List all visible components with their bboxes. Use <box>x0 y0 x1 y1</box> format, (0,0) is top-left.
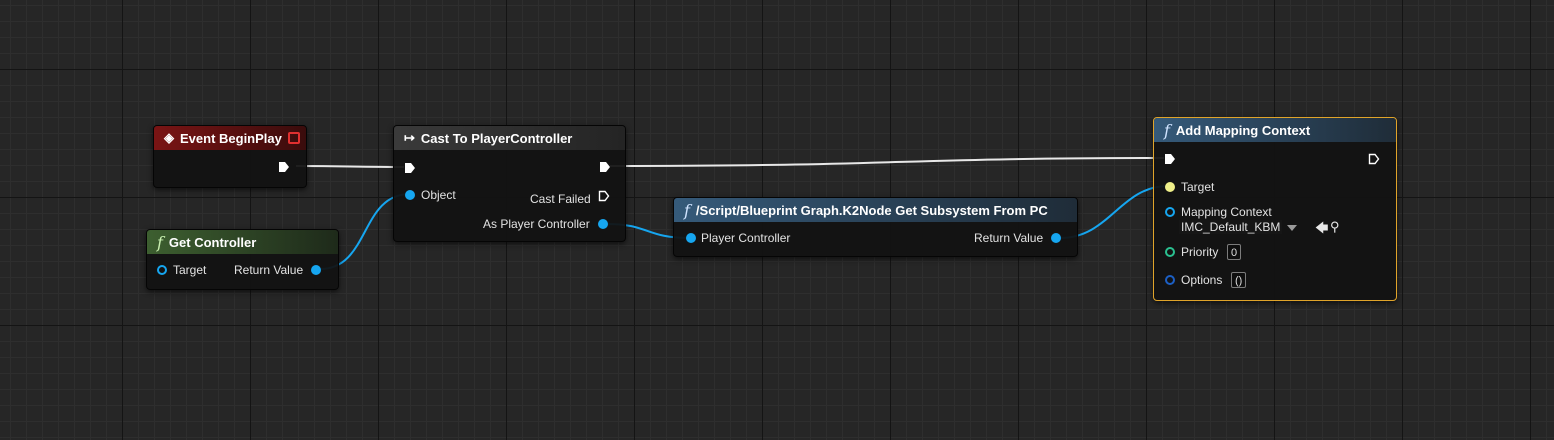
target-pin-label: Target <box>1181 180 1215 194</box>
cast-title: Cast To PlayerController <box>420 130 573 146</box>
add-mapping-context-title: Add Mapping Context <box>1175 122 1311 138</box>
exec-out-pin-icon[interactable] <box>278 161 290 173</box>
return-value-pin[interactable] <box>1051 233 1061 243</box>
add-mapping-context-header[interactable]: f Add Mapping Context <box>1154 118 1396 142</box>
mapping-context-label: Mapping Context <box>1181 205 1272 219</box>
event-beginplay-header[interactable]: ◈ Event BeginPlay <box>154 126 306 150</box>
return-value-pin[interactable] <box>311 265 321 275</box>
cast-header[interactable]: ↦ Cast To PlayerController <box>394 126 625 150</box>
delegate-pin-icon[interactable] <box>287 132 300 144</box>
as-player-controller-pin[interactable] <box>598 219 608 229</box>
target-pin-label: Target <box>173 263 207 277</box>
browse-search-icon[interactable]: ⚲ <box>1330 219 1340 234</box>
priority-label: Priority <box>1181 245 1219 259</box>
add-mapping-context-node[interactable]: f Add Mapping Context Target Mapping Con… <box>1153 117 1397 301</box>
exec-wire-cast-to-addmapping <box>609 157 1165 167</box>
exec-wire-beginplay-to-cast <box>295 165 405 168</box>
function-icon: f <box>1164 120 1170 140</box>
as-player-controller-label: As Player Controller <box>483 217 590 231</box>
player-controller-label: Player Controller <box>701 231 791 245</box>
cast-to-playercontroller-node[interactable]: ↦ Cast To PlayerController Object Cast F… <box>393 125 626 242</box>
get-controller-title: Get Controller <box>168 234 257 250</box>
target-pin[interactable] <box>1165 182 1175 192</box>
exec-in-pin-icon[interactable] <box>404 162 416 174</box>
exec-out-pin-icon[interactable] <box>599 161 611 173</box>
exec-in-pin-icon[interactable] <box>1164 153 1176 165</box>
event-diamond-icon: ◈ <box>164 130 174 145</box>
options-pin[interactable] <box>1165 275 1175 285</box>
event-beginplay-node[interactable]: ◈ Event BeginPlay <box>153 125 307 188</box>
get-subsystem-header[interactable]: f /Script/Blueprint Graph.K2Node Get Sub… <box>674 198 1077 222</box>
get-controller-node[interactable]: f Get Controller Target Return Value <box>146 229 339 290</box>
options-label: Options <box>1181 273 1223 287</box>
function-icon: f <box>157 232 163 252</box>
cast-failed-label: Cast Failed <box>530 192 591 206</box>
use-selected-arrow-icon[interactable]: 🡄 <box>1315 220 1329 235</box>
player-controller-pin[interactable] <box>686 233 696 243</box>
chevron-down-icon[interactable] <box>1287 225 1297 231</box>
get-subsystem-node[interactable]: f /Script/Blueprint Graph.K2Node Get Sub… <box>673 197 1078 257</box>
object-pin-label: Object <box>421 188 456 202</box>
cast-failed-exec-pin-icon[interactable] <box>598 190 610 202</box>
cast-arrow-icon: ↦ <box>404 130 415 145</box>
options-input[interactable]: () <box>1231 272 1247 288</box>
mapping-context-dropdown[interactable]: IMC_Default_KBM <box>1179 220 1283 234</box>
exec-out-pin-icon[interactable] <box>1368 153 1380 165</box>
target-pin[interactable] <box>157 265 167 275</box>
priority-pin[interactable] <box>1165 247 1175 257</box>
object-pin[interactable] <box>405 190 415 200</box>
return-value-label: Return Value <box>974 231 1044 245</box>
get-subsystem-title: /Script/Blueprint Graph.K2Node Get Subsy… <box>695 202 1048 218</box>
mapping-context-pin[interactable] <box>1165 207 1175 217</box>
priority-input[interactable]: 0 <box>1227 244 1242 260</box>
get-controller-header[interactable]: f Get Controller <box>147 230 338 254</box>
function-icon: f <box>684 200 690 220</box>
event-beginplay-title: Event BeginPlay <box>180 130 282 146</box>
return-value-label: Return Value <box>234 263 304 277</box>
